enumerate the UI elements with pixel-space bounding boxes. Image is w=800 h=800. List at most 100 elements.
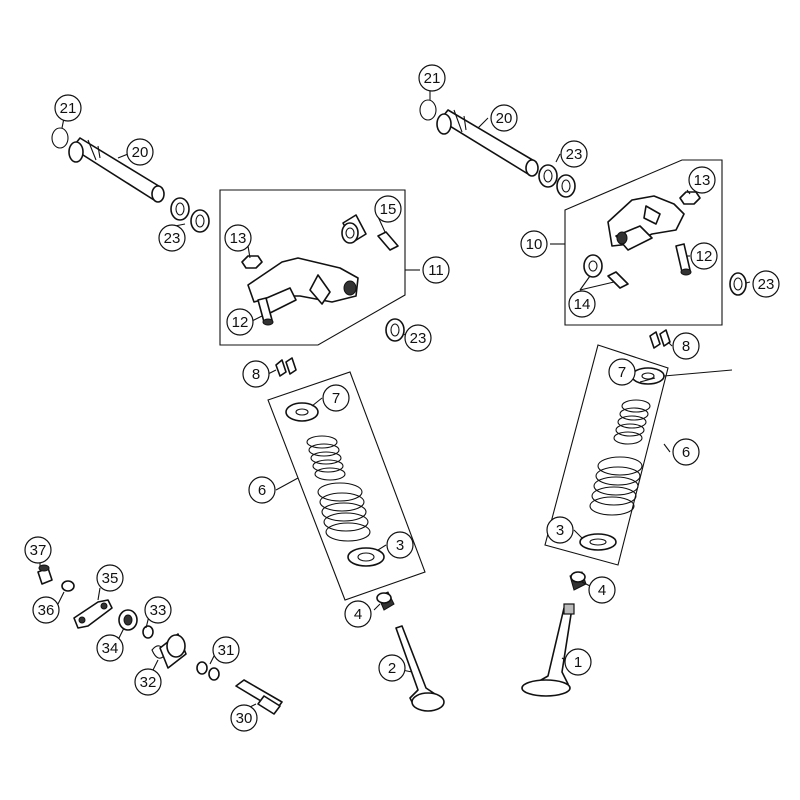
part-o-ring-right — [419, 99, 437, 121]
callout-23: 23 — [560, 140, 588, 168]
callout-3: 3 — [546, 516, 574, 544]
callout-number: 7 — [618, 364, 626, 381]
callout-number: 21 — [424, 70, 441, 87]
part-valve-keepers-left — [275, 357, 297, 377]
callout-number: 35 — [102, 570, 119, 587]
part-spring-retainer-left — [285, 402, 319, 422]
part-outer-spring-right — [589, 456, 643, 516]
callout-circle — [248, 476, 276, 504]
callout-number: 23 — [566, 146, 583, 163]
callout-circle — [32, 596, 60, 624]
callout-circle — [24, 536, 52, 564]
part-o-ring-left — [51, 127, 69, 149]
callout-number: 30 — [236, 710, 253, 727]
callout-circle — [520, 230, 548, 258]
callout-number: 4 — [598, 582, 606, 599]
part-washers-right-top — [538, 164, 576, 198]
part-washer-36 — [61, 580, 75, 592]
callout-13: 13 — [688, 166, 716, 194]
part-washer-right-side — [729, 272, 747, 296]
callout-circle — [242, 360, 270, 388]
callout-number: 6 — [682, 444, 690, 461]
callout-circle — [374, 195, 402, 223]
group-box-rocker-right — [564, 159, 723, 326]
callout-number: 12 — [696, 248, 713, 265]
callout-circle — [96, 564, 124, 592]
callout-15: 15 — [374, 195, 402, 223]
callout-circle — [608, 358, 636, 386]
callout-circle — [212, 636, 240, 664]
callout-20: 20 — [126, 138, 154, 166]
callout-12: 12 — [690, 242, 718, 270]
callout-number: 1 — [574, 654, 582, 671]
callout-circle — [422, 256, 450, 284]
callout-circle — [126, 138, 154, 166]
part-valve-keepers-right — [649, 329, 671, 349]
part-screw-37 — [37, 564, 53, 585]
group-box-rocker-left — [219, 189, 406, 346]
callout-number: 13 — [230, 230, 247, 247]
callout-circle — [144, 596, 172, 624]
part-rocker-arm-left — [247, 257, 359, 315]
callout-circle — [418, 64, 446, 92]
part-rocker-shaft-right — [436, 109, 539, 177]
callout-number: 8 — [252, 366, 260, 383]
group-box-valve-spring-right — [544, 344, 669, 566]
callout-number: 3 — [396, 537, 404, 554]
part-spring-seat-right — [579, 533, 617, 551]
callout-number: 3 — [556, 522, 564, 539]
callout-number: 7 — [332, 390, 340, 407]
callout-number: 34 — [102, 640, 119, 657]
part-washer-33 — [142, 625, 154, 639]
callout-number: 13 — [694, 172, 711, 189]
callout-number: 2 — [388, 660, 396, 677]
part-nut-right — [679, 191, 701, 205]
part-roller-right — [583, 254, 603, 278]
callout-number: 14 — [574, 296, 591, 313]
callout-37: 37 — [24, 536, 52, 564]
callout-7: 7 — [608, 358, 636, 386]
callout-circle — [752, 270, 780, 298]
callout-circle — [378, 654, 406, 682]
callout-number: 23 — [410, 330, 427, 347]
callout-21: 21 — [54, 94, 82, 122]
callout-number: 36 — [38, 602, 55, 619]
callout-32: 32 — [134, 668, 162, 696]
callout-circle — [134, 668, 162, 696]
part-spring-seat-left — [347, 547, 385, 567]
part-shaft-30 — [235, 679, 283, 715]
callout-number: 11 — [428, 262, 444, 279]
callout-circle — [688, 166, 716, 194]
part-lever-35 — [73, 599, 113, 629]
callout-13: 13 — [224, 224, 252, 252]
callout-number: 12 — [232, 314, 249, 331]
callout-number: 21 — [60, 100, 77, 117]
callout-36: 36 — [32, 596, 60, 624]
part-roller-left — [341, 214, 367, 244]
callout-circle — [588, 576, 616, 604]
callout-number: 20 — [496, 110, 513, 127]
callout-number: 23 — [758, 276, 775, 293]
callout-number: 20 — [132, 144, 149, 161]
callout-10: 10 — [520, 230, 548, 258]
callout-circle — [672, 438, 700, 466]
part-adjust-screw-left — [257, 297, 274, 326]
part-seal-34 — [118, 609, 138, 631]
callout-34: 34 — [96, 634, 124, 662]
callout-number: 6 — [258, 482, 266, 499]
callout-7: 7 — [322, 384, 350, 412]
callout-35: 35 — [96, 564, 124, 592]
callout-circle — [546, 516, 574, 544]
callout-23: 23 — [158, 224, 186, 252]
group-box-valve-spring-left — [267, 371, 426, 601]
callout-circle — [96, 634, 124, 662]
part-rocker-shaft-left — [68, 137, 165, 203]
part-washer-left-lower — [385, 318, 405, 342]
callout-circle — [386, 531, 414, 559]
callout-circle — [690, 242, 718, 270]
callouts: 1233446677881011121213131415202021212323… — [24, 64, 780, 732]
callout-circle — [322, 384, 350, 412]
callout-23: 23 — [404, 324, 432, 352]
callout-6: 6 — [248, 476, 276, 504]
callout-circle — [230, 704, 258, 732]
